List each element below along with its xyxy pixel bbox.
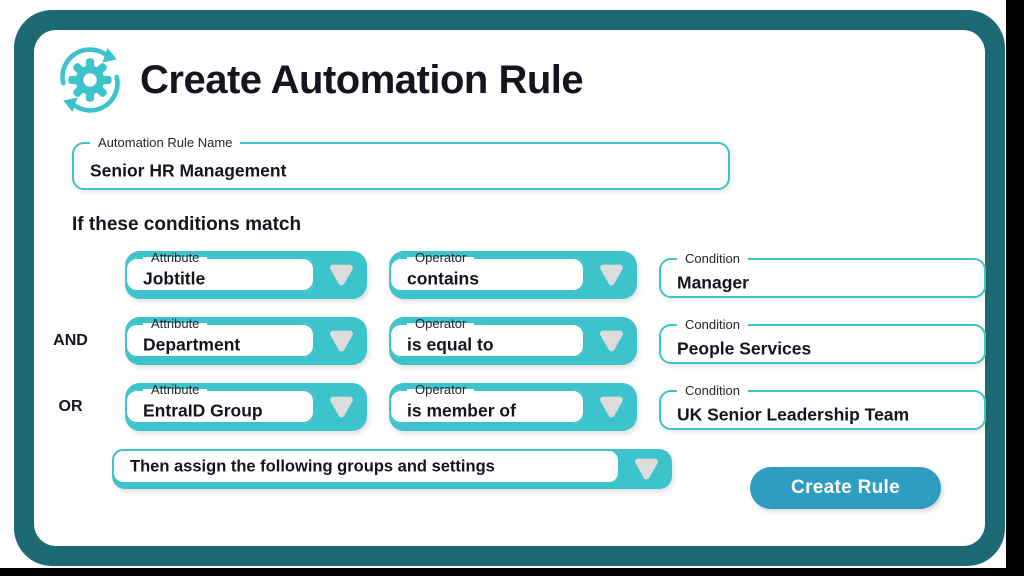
connector-label-and: AND [53,332,88,349]
create-rule-button[interactable]: Create Rule [750,467,941,509]
dialog-header: Create Automation Rule [56,46,584,114]
triangle-down-icon [600,330,623,352]
attribute-value-3: EntraID Group [143,400,263,421]
operator-value-1: contains [407,268,479,289]
rule-name-label: Automation Rule Name [98,135,233,150]
condition-value-1: Manager [677,272,749,292]
attribute-label: Attribute [151,250,200,265]
operator-dropdown-3[interactable]: Operator is member of [389,383,637,431]
rule-name-value: Senior HR Management [90,160,287,180]
operator-label: Operator [415,250,467,265]
triangle-down-icon [330,330,353,352]
page-title: Create Automation Rule [140,57,584,102]
condition-label: Condition [685,383,740,398]
operator-value-3: is member of [407,400,516,421]
condition-value-2: People Services [677,338,812,358]
operator-dropdown-2[interactable]: Operator is equal to [389,317,637,365]
attribute-value-1: Jobtitle [143,268,206,289]
dialog-frame: Create Automation Rule Automation Rule N… [14,10,1005,566]
connector-label-or: OR [58,398,83,415]
condition-label: Condition [685,251,740,266]
assign-groups-value: Then assign the following groups and set… [130,457,495,475]
condition-input-1[interactable]: Condition Manager [659,252,986,298]
attribute-label: Attribute [151,382,200,397]
attribute-dropdown-1[interactable]: Attribute Jobtitle [125,251,367,299]
attribute-value-2: Department [143,334,241,355]
condition-input-2[interactable]: Condition People Services [659,318,986,364]
conditions-heading: If these conditions match [72,214,302,235]
gear-sync-icon [60,47,120,113]
triangle-down-icon [600,396,623,418]
triangle-down-icon [330,396,353,418]
attribute-dropdown-3[interactable]: Attribute EntraID Group [125,383,367,431]
triangle-down-icon [635,458,658,480]
rule-name-field[interactable]: Automation Rule Name Senior HR Managemen… [72,136,730,190]
attribute-dropdown-2[interactable]: Attribute Department [125,317,367,365]
conditions-grid: Attribute Jobtitle Operator contains [38,251,986,431]
operator-label: Operator [415,382,467,397]
triangle-down-icon [600,264,623,286]
condition-value-3: UK Senior Leadership Team [677,404,910,424]
operator-value-2: is equal to [407,334,494,355]
assign-groups-dropdown[interactable]: Then assign the following groups and set… [112,449,672,489]
triangle-down-icon [330,264,353,286]
page-background: Create Automation Rule Automation Rule N… [0,0,1006,568]
dialog-card: Create Automation Rule Automation Rule N… [34,30,986,546]
attribute-label: Attribute [151,316,200,331]
condition-input-3[interactable]: Condition UK Senior Leadership Team [659,384,986,430]
operator-label: Operator [415,316,467,331]
operator-dropdown-1[interactable]: Operator contains [389,251,637,299]
condition-label: Condition [685,317,740,332]
